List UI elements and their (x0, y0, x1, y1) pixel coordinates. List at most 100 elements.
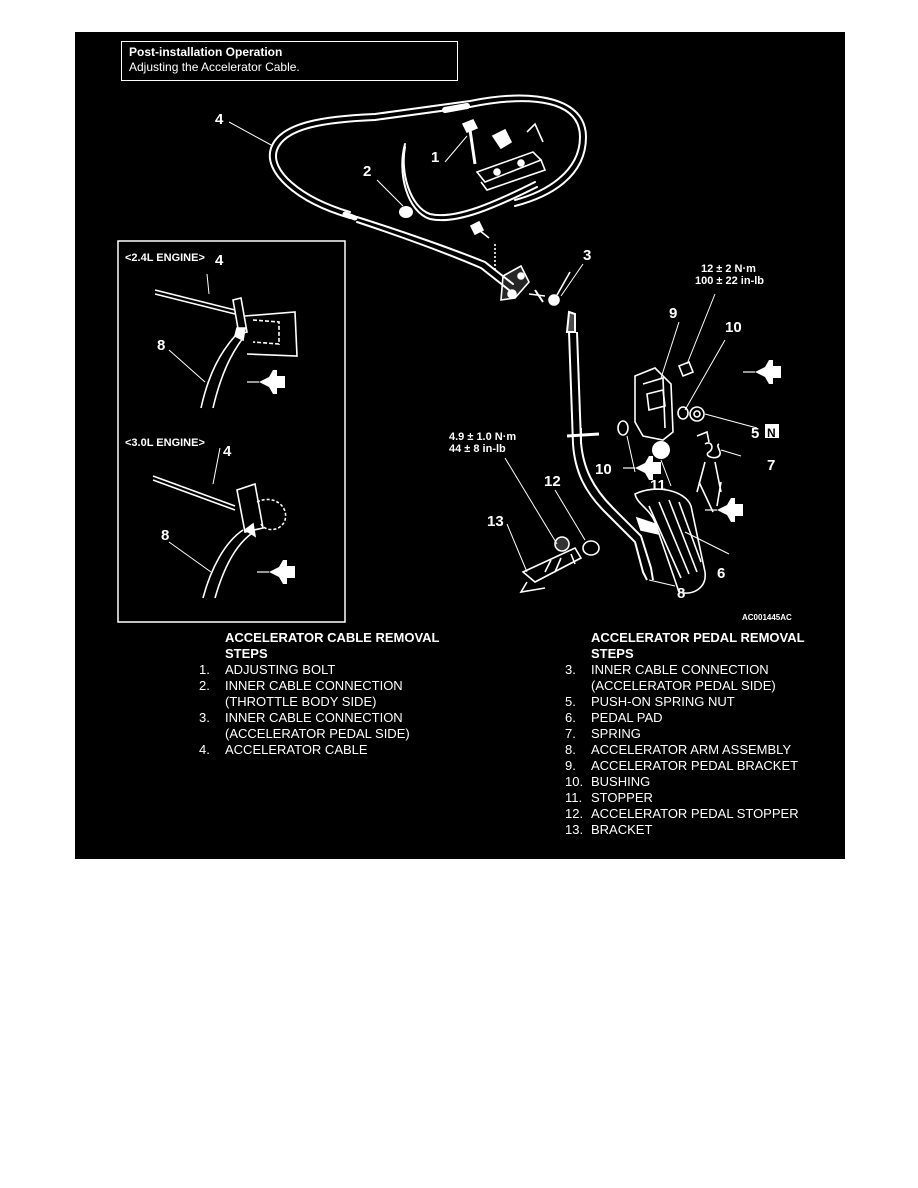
step-text: BRACKET (591, 822, 653, 837)
step-number: 10. (565, 774, 584, 789)
list-item: 7. SPRING (565, 726, 825, 742)
step-text: INNER CABLE CONNECTION (ACCELERATOR PEDA… (591, 662, 825, 694)
diagram-panel: 4 1 2 3 9 10 5 7 10 11 12 13 6 8 <2.4L E… (75, 32, 845, 859)
cable-removal-heading: ACCELERATOR CABLE REMOVAL (225, 630, 440, 645)
stopper-icon (652, 441, 670, 459)
step-text-line1: INNER CABLE CONNECTION (591, 662, 769, 677)
callout-8: 8 (677, 585, 685, 602)
pedal-removal-heading: ACCELERATOR PEDAL REMOVAL (591, 630, 805, 645)
list-item: 2. INNER CABLE CONNECTION (THROTTLE BODY… (199, 678, 479, 710)
step-text: PEDAL PAD (591, 710, 663, 725)
pedal-pad (634, 488, 706, 594)
cable-removal-heading-cont: STEPS (225, 646, 268, 661)
step-text: ACCELERATOR CABLE (225, 742, 368, 757)
list-item: 4. ACCELERATOR CABLE (199, 742, 479, 758)
step-number: 13. (565, 822, 584, 837)
pedal-removal-steps: ACCELERATOR PEDAL REMOVAL STEPS 3. INNER… (565, 630, 825, 838)
step-text: ADJUSTING BOLT (225, 662, 336, 677)
post-installation-title: Post-installation Operation (129, 45, 283, 59)
step-text: STOPPER (591, 790, 653, 805)
step-text: ACCELERATOR PEDAL BRACKET (591, 758, 799, 773)
post-installation-note: Post-installation Operation Adjusting th… (121, 41, 458, 81)
cable-removal-steps: ACCELERATOR CABLE REMOVAL STEPS 1. ADJUS… (199, 630, 479, 758)
step-text-line2: (ACCELERATOR PEDAL SIDE) (591, 678, 776, 693)
list-item: 5. PUSH-ON SPRING NUT (565, 694, 825, 710)
figure-code: AC001445AC (742, 613, 792, 622)
step-number: 3. (199, 710, 210, 725)
step-number: 2. (199, 678, 210, 693)
list-item: 3. INNER CABLE CONNECTION (ACCELERATOR P… (199, 710, 479, 742)
step-number: 5. (565, 694, 576, 709)
step-text-line2: (THROTTLE BODY SIDE) (225, 694, 377, 709)
spring-icon (696, 430, 722, 513)
step-text: INNER CABLE CONNECTION (ACCELERATOR PEDA… (225, 710, 479, 742)
callout-13: 13 (487, 513, 504, 530)
callout-7: 7 (767, 457, 775, 474)
step-text-line1: INNER CABLE CONNECTION (225, 710, 403, 725)
step-number: 4. (199, 742, 210, 757)
step-text: BUSHING (591, 774, 651, 789)
step-number: 11. (565, 790, 583, 805)
list-item: 8. ACCELERATOR ARM ASSEMBLY (565, 742, 825, 758)
inner-cable-end-icon (399, 206, 413, 218)
nut-upper-icon (677, 360, 695, 378)
inner-cable-ball-icon (548, 271, 571, 306)
step-number: 1. (199, 662, 210, 677)
list-item: 3. INNER CABLE CONNECTION (ACCELERATOR P… (565, 662, 825, 694)
list-item: 10. BUSHING (565, 774, 825, 790)
non-reusable-mark: N (767, 426, 776, 440)
step-number: 7. (565, 726, 576, 741)
callout-10-upper: 10 (725, 319, 742, 336)
step-number: 8. (565, 742, 576, 757)
inset-24l-callout-4: 4 (215, 252, 224, 269)
step-text: PUSH-ON SPRING NUT (591, 694, 735, 709)
callout-2: 2 (363, 163, 371, 180)
callout-5: 5 (751, 425, 759, 442)
list-item: 11. STOPPER (565, 790, 825, 806)
inset-30l-engine-label: <3.0L ENGINE> (125, 437, 205, 449)
list-item: 9. ACCELERATOR PEDAL BRACKET (565, 758, 825, 774)
callout-4: 4 (215, 111, 224, 128)
inset-30l-callout-8: 8 (161, 527, 169, 544)
torque-spec-upper-nm: 12 ± 2 N·m (701, 263, 756, 275)
inset-30l-engine (152, 447, 287, 599)
list-item: 12. ACCELERATOR PEDAL STOPPER (565, 806, 825, 822)
step-text: ACCELERATOR ARM ASSEMBLY (591, 742, 792, 757)
cable-bracket-pedal-side (500, 264, 546, 303)
post-installation-subtitle: Adjusting the Accelerator Cable. (129, 60, 300, 74)
step-text: INNER CABLE CONNECTION (THROTTLE BODY SI… (225, 678, 479, 710)
exploded-view-drawing: 4 1 2 3 9 10 5 7 10 11 12 13 6 8 <2.4L E… (117, 94, 792, 623)
list-item: 6. PEDAL PAD (565, 710, 825, 726)
inset-24l-callout-8: 8 (157, 337, 165, 354)
step-number: 6. (565, 710, 576, 725)
callout-10-lower: 10 (595, 461, 612, 478)
inset-24l-engine (117, 240, 346, 623)
inset-30l-callout-4: 4 (223, 443, 232, 460)
push-on-spring-nut-icon (689, 406, 705, 422)
step-number: 9. (565, 758, 576, 773)
throttle-bracket (475, 122, 547, 191)
pedal-removal-heading-cont: STEPS (591, 646, 634, 661)
step-text-line1: INNER CABLE CONNECTION (225, 678, 403, 693)
callout-3: 3 (583, 247, 591, 264)
inset-24l-engine-label: <2.4L ENGINE> (125, 252, 205, 264)
step-number: 3. (565, 662, 576, 677)
accelerator-arm-assembly (565, 310, 654, 581)
step-text: SPRING (591, 726, 641, 741)
accelerator-cable (268, 94, 588, 291)
bushing-icon (617, 406, 689, 436)
callout-6: 6 (717, 565, 725, 582)
torque-spec-lower-inlb: 44 ± 8 in-lb (449, 443, 506, 455)
torque-spec-upper-inlb: 100 ± 22 in-lb (695, 275, 764, 287)
pedal-bracket (634, 367, 674, 441)
callout-12: 12 (544, 473, 561, 490)
callout-9: 9 (669, 305, 677, 322)
step-number: 12. (565, 806, 584, 821)
step-text-line2: (ACCELERATOR PEDAL SIDE) (225, 726, 410, 741)
leader-lines (228, 121, 758, 587)
torque-spec-lower-nm: 4.9 ± 1.0 N·m (449, 431, 516, 443)
callout-11: 11 (650, 477, 666, 494)
list-item: 13. BRACKET (565, 822, 825, 838)
list-item: 1. ADJUSTING BOLT (199, 662, 479, 678)
callout-1: 1 (431, 149, 439, 166)
